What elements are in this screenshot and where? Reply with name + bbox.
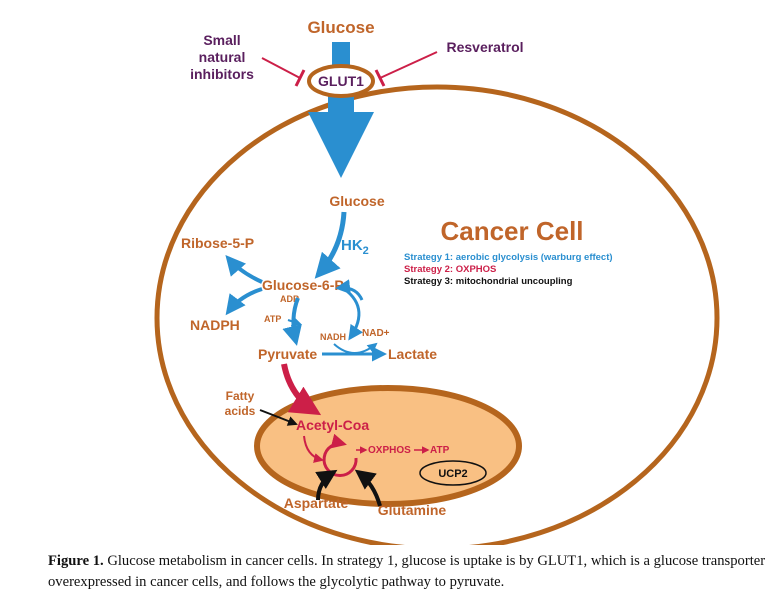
strategy-3-text: Strategy 3: mitochondrial uncoupling xyxy=(404,276,573,287)
fatty-acids-arrow xyxy=(259,409,298,426)
glucose-channel-arrow xyxy=(308,96,374,178)
glutamine-label: Glutamine xyxy=(378,502,447,518)
glucose-inside-label: Glucose xyxy=(329,193,384,209)
pyruvate-to-acetylcoa-arrow xyxy=(281,363,322,416)
strategy-legend: Strategy 1: aerobic glycolysis (warburg … xyxy=(404,252,613,287)
figure-caption-text: Glucose metabolism in cancer cells. In s… xyxy=(48,553,766,590)
small-inhibitors-block-line xyxy=(261,57,301,79)
small-inhibitors-block-bar xyxy=(294,69,306,87)
fatty-acids-label-1: Fatty xyxy=(226,389,255,403)
g6p-to-nadph-arrow xyxy=(225,287,263,316)
ucp2-protein xyxy=(419,460,487,486)
small-inhibitors-label-3: inhibitors xyxy=(190,66,254,82)
hk2-label: HK2 xyxy=(341,237,369,257)
nadph-label: NADPH xyxy=(190,317,240,333)
g6p-to-ribose-arrow xyxy=(225,254,263,284)
acetyl-coa-label: Acetyl-Coa xyxy=(296,417,369,433)
acetylcoa-to-tca-arrow xyxy=(303,435,324,463)
ucp2-label: UCP2 xyxy=(438,468,467,480)
fatty-acids-label-2: acids xyxy=(225,404,256,418)
figure-caption-label: Figure 1. xyxy=(48,553,104,569)
glucose-metabolism-diagram: GLUT1 Glucose Small natural inhibitors R… xyxy=(154,18,720,545)
g6p-feedback-arrow xyxy=(335,279,364,301)
small-inhibitors-label-1: Small xyxy=(203,32,240,48)
atp-branch-arrow xyxy=(287,316,302,327)
aspartate-label: Aspartate xyxy=(284,495,349,511)
pyruvate-label: Pyruvate xyxy=(258,346,317,362)
tca-cycle-loop xyxy=(322,433,358,477)
lactate-label: Lactate xyxy=(388,346,437,362)
nad-plus-label: NAD+ xyxy=(362,328,390,339)
glut1-label: GLUT1 xyxy=(318,73,364,89)
nadh-label: NADH xyxy=(320,332,346,342)
resveratrol-block-line xyxy=(379,51,438,79)
adp-label: ADP xyxy=(280,294,299,304)
cancer-cell-title: Cancer Cell xyxy=(440,216,583,246)
glucose-outside-label: Glucose xyxy=(307,18,374,37)
resveratrol-label: Resveratrol xyxy=(446,39,523,55)
figure-caption: Figure 1. Glucose metabolism in cancer c… xyxy=(48,551,768,593)
glutamine-arrow xyxy=(354,469,382,507)
aspartate-arrow xyxy=(315,469,338,501)
hk2-arrow xyxy=(314,211,347,279)
oxphos-label: OXPHOS xyxy=(368,445,411,456)
small-inhibitors-label-2: natural xyxy=(199,49,246,65)
strategy-2-text: Strategy 2: OXPHOS xyxy=(404,264,496,275)
glut1-transporter xyxy=(307,64,375,98)
atp-right-label: ATP xyxy=(430,445,450,456)
glucose-uptake-arrow xyxy=(332,42,350,66)
glucose-6-p-label: Glucose-6-P xyxy=(262,277,344,293)
strategy-1-text: Strategy 1: aerobic glycolysis (warburg … xyxy=(404,252,613,263)
atp-left-label: ATP xyxy=(264,314,281,324)
nadh-nad-cycle-arrow xyxy=(333,342,378,354)
resveratrol-block-bar xyxy=(374,69,386,87)
ribose-5-p-label: Ribose-5-P xyxy=(181,235,254,251)
